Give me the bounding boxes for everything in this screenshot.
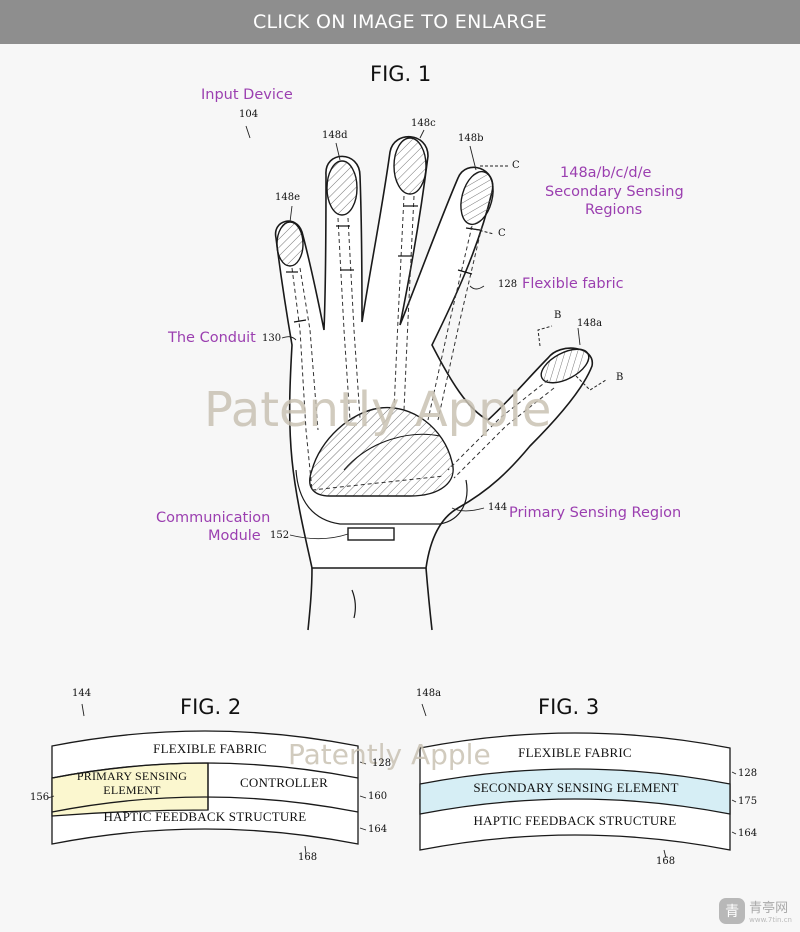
patent-figure[interactable]: FIG. 1 Input Device 104 148d 148c 148b 1… bbox=[0, 44, 800, 932]
axis-c-upper: C bbox=[512, 160, 520, 171]
fig2-ref-156: 156 bbox=[30, 792, 50, 803]
watermark-secondary: Patently Apple bbox=[288, 738, 491, 771]
pad-148c bbox=[393, 137, 427, 195]
pad-148b bbox=[460, 170, 494, 226]
fig2-layer-primary-line2: ELEMENT bbox=[103, 783, 161, 797]
fig3-stack bbox=[419, 732, 731, 851]
ref-148b: 148b bbox=[458, 133, 484, 144]
ref-148e: 148e bbox=[275, 192, 301, 203]
source-logo-url: www.7tin.cn bbox=[749, 916, 792, 924]
ref-148c: 148c bbox=[411, 118, 436, 129]
pad-148a bbox=[540, 348, 590, 384]
hand-drawing bbox=[47, 125, 737, 859]
fig2-ref-164: 164 bbox=[368, 824, 388, 835]
fig2-layer-fabric: FLEXIBLE FABRIC bbox=[153, 741, 267, 756]
label-communication-line2: Module bbox=[208, 528, 261, 544]
label-secondary-line2: Secondary Sensing bbox=[545, 184, 684, 200]
label-primary-region: Primary Sensing Region bbox=[509, 505, 682, 521]
fig2-layer-primary-line1: PRIMARY SENSING bbox=[76, 769, 188, 783]
label-input-device: Input Device bbox=[201, 87, 293, 103]
communication-module bbox=[347, 527, 395, 541]
ref-152: 152 bbox=[270, 530, 290, 541]
axis-arrows bbox=[469, 165, 607, 391]
fig3-layer-fabric: FLEXIBLE FABRIC bbox=[518, 745, 632, 760]
ref-148a: 148a bbox=[577, 318, 603, 329]
fig3-ref-168: 168 bbox=[656, 856, 676, 867]
fig1-title: FIG. 1 bbox=[370, 62, 432, 86]
fig3-ref-148a: 148a bbox=[416, 688, 442, 699]
pad-148d bbox=[326, 160, 358, 216]
ref-104: 104 bbox=[239, 109, 259, 120]
fig2-ref-160: 160 bbox=[368, 791, 388, 802]
source-logo-name: 青亭网 bbox=[749, 901, 789, 916]
source-logo-badge: 青 bbox=[719, 897, 746, 924]
fig2-stack bbox=[51, 730, 359, 845]
fig3-ref-164: 164 bbox=[738, 828, 758, 839]
ref-144: 144 bbox=[488, 502, 508, 513]
fig2-ref-168: 168 bbox=[298, 852, 318, 863]
axis-b-upper: B bbox=[554, 310, 562, 321]
label-communication-line1: Communication bbox=[156, 510, 271, 526]
fig3-title: FIG. 3 bbox=[538, 695, 600, 719]
label-secondary-line1: 148a/b/c/d/e bbox=[560, 165, 652, 181]
enlarge-banner-text: CLICK ON IMAGE TO ENLARGE bbox=[252, 11, 548, 33]
fig2-layer-controller: CONTROLLER bbox=[240, 775, 328, 790]
watermark-main: Patently Apple bbox=[204, 382, 552, 438]
source-logo: 青 青亭网 www.7tin.cn bbox=[719, 897, 792, 924]
fig3-layer-haptic: HAPTIC FEEDBACK STRUCTURE bbox=[473, 813, 677, 828]
fig3-ref-175: 175 bbox=[738, 796, 758, 807]
leader-lines bbox=[245, 125, 581, 540]
pad-148e bbox=[276, 221, 304, 267]
forearm bbox=[307, 567, 433, 631]
axis-b-lower: B bbox=[616, 372, 624, 383]
conduit-lines bbox=[291, 195, 555, 491]
ref-130: 130 bbox=[262, 333, 282, 344]
label-secondary-line3: Regions bbox=[585, 202, 643, 218]
fig3-ref-128: 128 bbox=[738, 768, 758, 779]
enlarge-banner[interactable]: CLICK ON IMAGE TO ENLARGE bbox=[0, 0, 800, 44]
primary-sensing-region bbox=[309, 406, 454, 497]
ref-148d: 148d bbox=[322, 130, 348, 141]
label-flexible-fabric: Flexible fabric bbox=[522, 276, 624, 292]
axis-c-lower: C bbox=[498, 228, 506, 239]
fig2-title: FIG. 2 bbox=[180, 695, 242, 719]
label-conduit: The Conduit bbox=[168, 330, 256, 346]
fig2-ref-144: 144 bbox=[72, 688, 92, 699]
fig3-layer-secondary: SECONDARY SENSING ELEMENT bbox=[473, 780, 679, 795]
fig2-ref-128: 128 bbox=[372, 758, 392, 769]
fig2-layer-haptic: HAPTIC FEEDBACK STRUCTURE bbox=[103, 809, 307, 824]
ref-128: 128 bbox=[498, 279, 518, 290]
